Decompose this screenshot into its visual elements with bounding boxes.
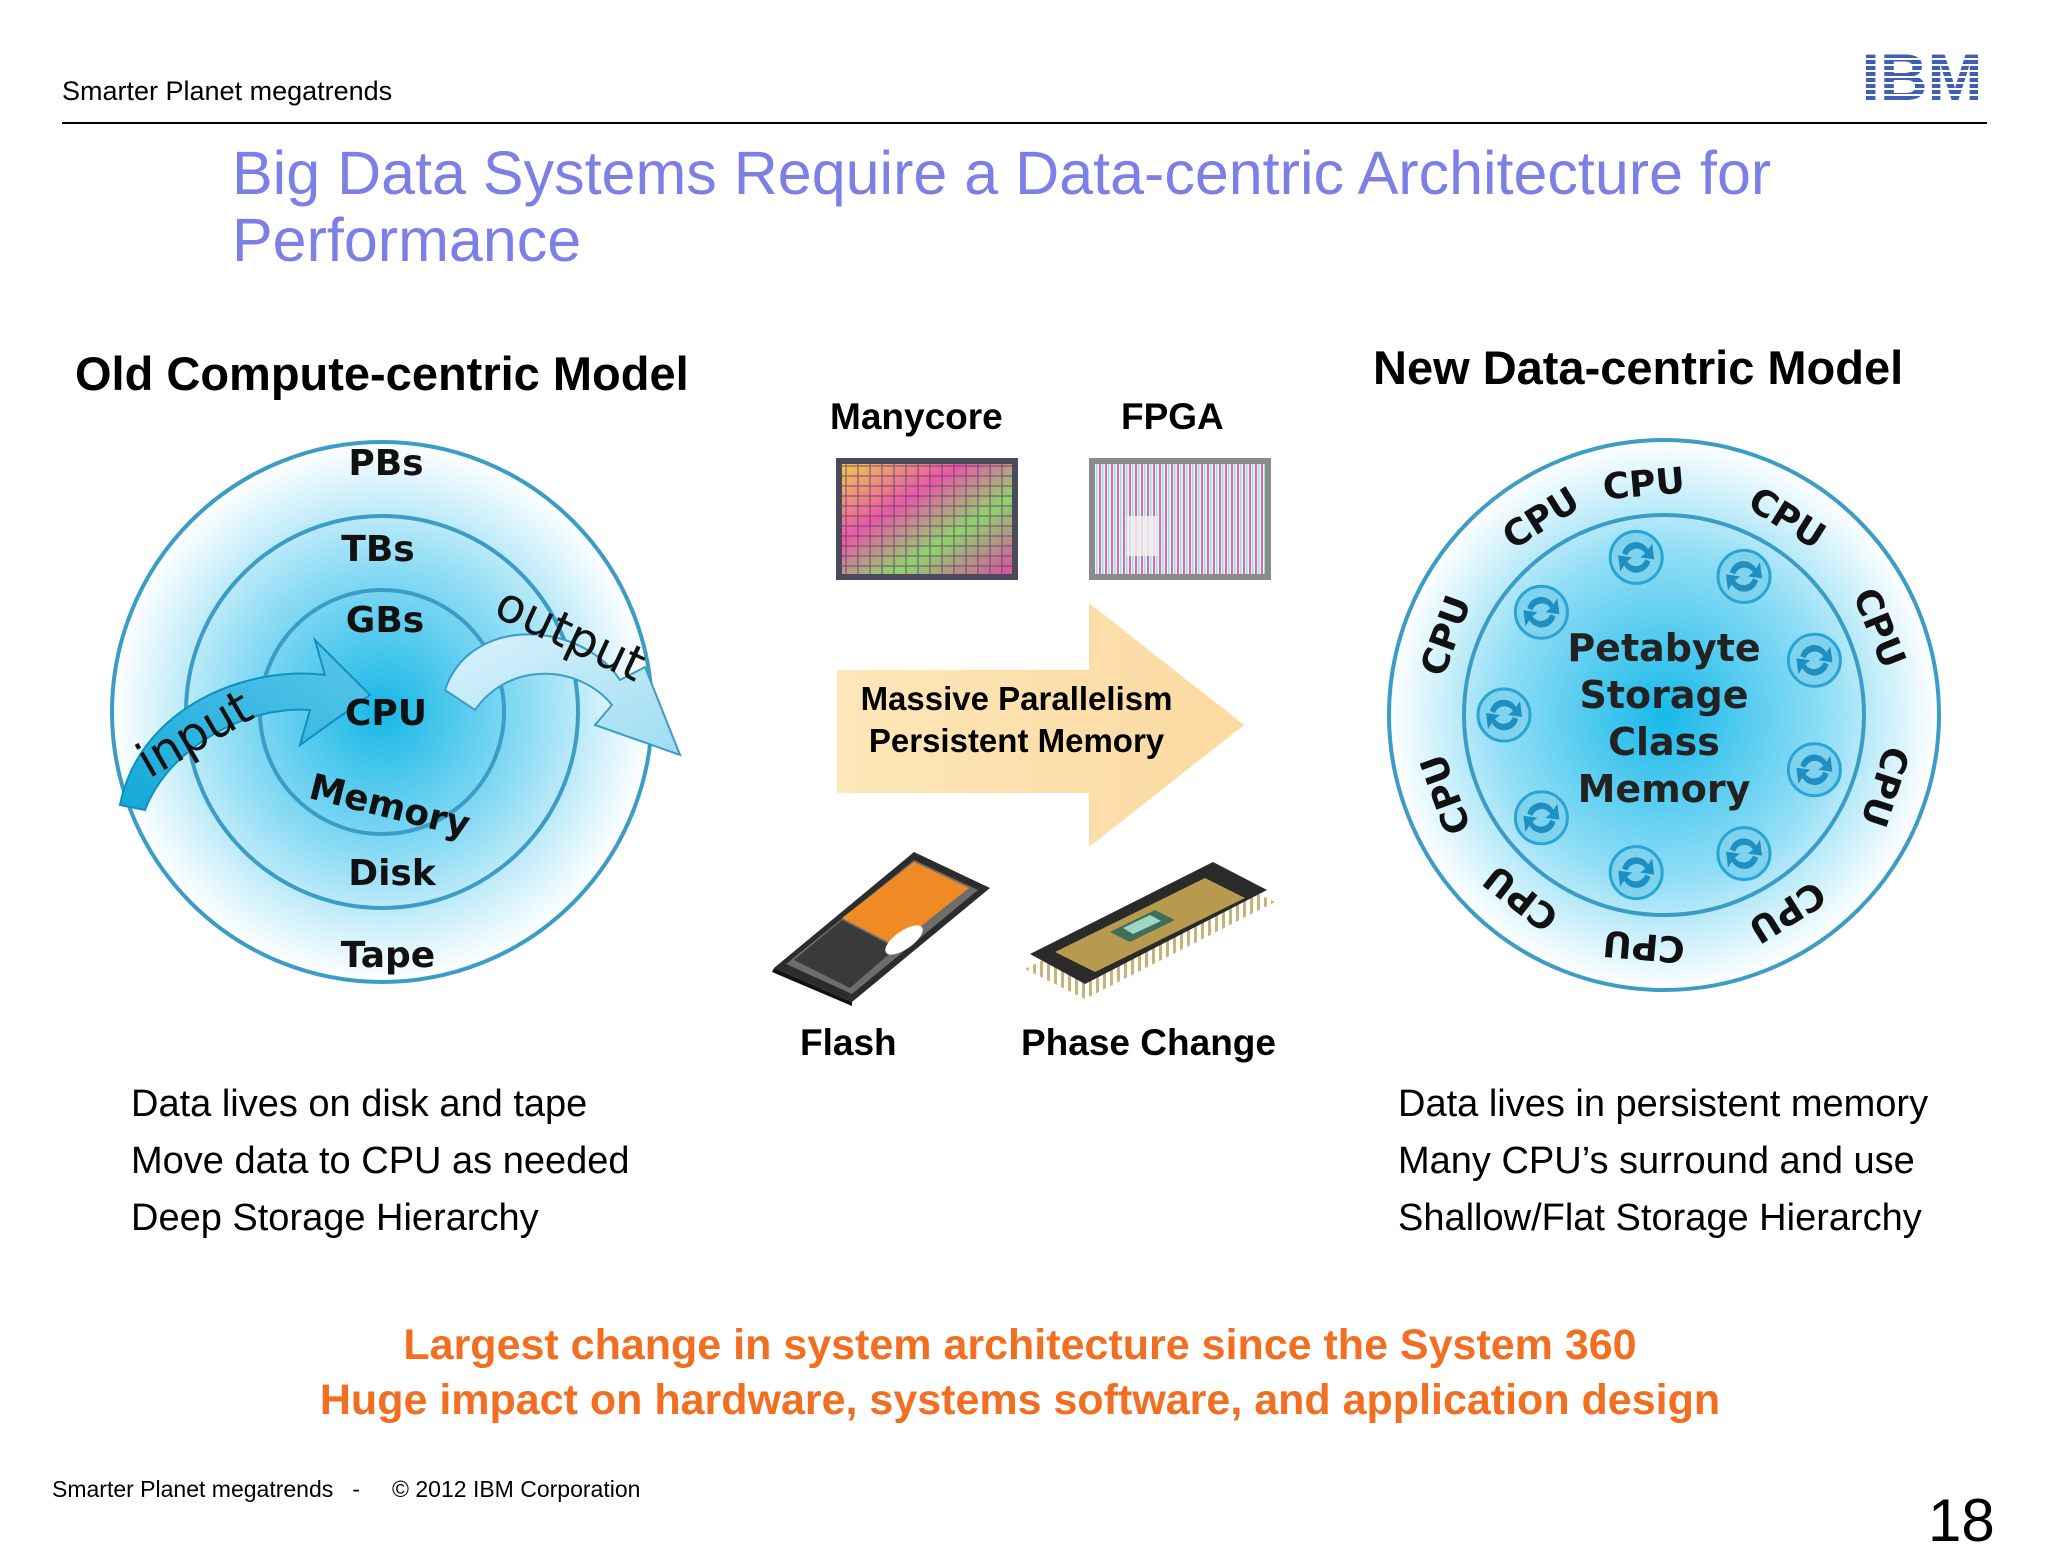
flash-card-image [772, 852, 990, 1006]
footer: Smarter Planet megatrends - © 2012 IBM C… [52, 1476, 640, 1503]
slide-title: Big Data Systems Require a Data-centric … [232, 139, 1772, 274]
phase-change-label: Phase Change [1021, 1022, 1276, 1063]
outer-ring [1387, 438, 1941, 992]
arrow-line-1: Massive Parallelism [860, 680, 1173, 717]
ring-label-tbs: TBs [341, 529, 414, 570]
input-arrow [118, 636, 372, 812]
cycle-icon-4 [1786, 742, 1842, 798]
ring-label-tape: Tape [341, 935, 435, 976]
manycore-chip-image [836, 458, 1018, 580]
cycle-icon-1 [1608, 529, 1664, 585]
new-model-title: New Data-centric Model [1373, 341, 1904, 394]
ring-label-cpu: CPU [345, 693, 427, 734]
manycore-label: Manycore [830, 396, 1003, 437]
old-model-title: Old Compute-centric Model [75, 347, 689, 400]
footer-separator: - [352, 1476, 361, 1502]
center-line-3: Class [1608, 720, 1720, 764]
cpu-label-6: CPU [1601, 922, 1686, 970]
new-model-bullets: Data lives in persistent memory Many CPU… [1398, 1076, 1928, 1247]
inner-ring [1462, 513, 1866, 917]
old-bullet-2: Move data to CPU as needed [131, 1140, 630, 1182]
fpga-chip-image [1089, 458, 1271, 580]
cycle-icon-7 [1513, 790, 1569, 846]
cycle-icon-6 [1608, 845, 1664, 901]
center-line-2: Storage [1580, 673, 1749, 717]
ring-label-gbs: GBs [346, 600, 424, 641]
cycle-icon-9 [1513, 584, 1569, 640]
phase-change-chip-image [1025, 862, 1275, 999]
cpu-label-1: CPU [1601, 460, 1686, 508]
ring-label-disk: Disk [348, 853, 437, 894]
cycle-icon-5 [1716, 826, 1772, 882]
new-bullet-1: Data lives in persistent memory [1398, 1083, 1929, 1125]
flash-label: Flash [800, 1022, 897, 1063]
cycle-icon-3 [1786, 632, 1842, 688]
cycle-icon-2 [1716, 548, 1772, 604]
cycle-icon-8 [1476, 687, 1532, 743]
center-line-4: Memory [1578, 767, 1751, 811]
new-bullet-2: Many CPU’s surround and use [1398, 1140, 1915, 1182]
conclusion: Largest change in system architecture si… [230, 1318, 1810, 1428]
old-bullet-3: Deep Storage Hierarchy [131, 1197, 539, 1239]
center-line-1: Petabyte [1567, 626, 1760, 670]
output-arrow [443, 633, 682, 757]
conclusion-line-1: Largest change in system architecture si… [403, 1321, 1637, 1369]
header-divider [62, 122, 1987, 124]
ibm-logo: IBM [1862, 48, 1983, 106]
conclusion-line-2: Huge impact on hardware, systems softwar… [319, 1376, 1721, 1424]
old-model-bullets: Data lives on disk and tape Move data to… [131, 1076, 630, 1247]
old-model-diagram: PBs TBs GBs CPU Memory Disk Tape input o… [110, 440, 682, 984]
arrow-text: Massive Parallelism Persistent Memory [834, 678, 1199, 762]
footer-copyright: © 2012 IBM Corporation [392, 1476, 641, 1502]
arrow-line-2: Persistent Memory [868, 722, 1165, 759]
ibm-logo-text: IBM [1862, 48, 1983, 106]
parallelism-arrow [837, 603, 1244, 847]
new-bullet-3: Shallow/Flat Storage Hierarchy [1398, 1197, 1922, 1239]
ring-label-pbs: PBs [348, 443, 423, 484]
old-bullet-1: Data lives on disk and tape [131, 1083, 588, 1125]
page-number: 18 [1928, 1487, 1995, 1554]
header-section-label: Smarter Planet megatrends [62, 76, 393, 106]
footer-section: Smarter Planet megatrends [52, 1476, 334, 1502]
fpga-label: FPGA [1121, 396, 1224, 437]
